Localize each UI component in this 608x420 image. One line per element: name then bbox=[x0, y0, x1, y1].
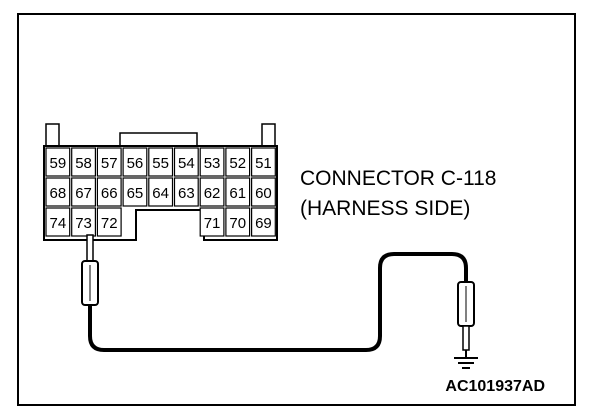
diagram-code: AC101937AD bbox=[445, 378, 545, 395]
top-key bbox=[119, 132, 198, 147]
pin-label-52: 52 bbox=[229, 155, 246, 172]
pin-label-70: 70 bbox=[229, 215, 246, 232]
connector-cell-65 bbox=[122, 177, 148, 207]
right-lock-tab bbox=[261, 123, 276, 147]
connector-cell-73 bbox=[71, 207, 96, 237]
connector-cell-51 bbox=[251, 147, 276, 177]
connector-cell-61 bbox=[225, 177, 251, 207]
connector-side-label: (HARNESS SIDE) bbox=[300, 197, 470, 220]
pin-label-51: 51 bbox=[255, 155, 272, 172]
connector-cell-53 bbox=[199, 147, 225, 177]
connector-cell-60 bbox=[251, 177, 276, 207]
ground-icon bbox=[454, 350, 478, 369]
connector-cell-55 bbox=[148, 147, 174, 177]
pin-label-65: 65 bbox=[127, 185, 144, 202]
connector-cell-67 bbox=[71, 177, 96, 207]
pin-label-53: 53 bbox=[204, 155, 221, 172]
connector-name-label: CONNECTOR C-118 bbox=[300, 167, 496, 190]
pin-label-72: 72 bbox=[101, 215, 118, 232]
connector-cell-58 bbox=[71, 147, 96, 177]
left-lock-tab bbox=[45, 123, 60, 147]
ground-probe-tip bbox=[462, 325, 470, 351]
pin-label-57: 57 bbox=[101, 155, 118, 172]
connector-cell-74 bbox=[45, 207, 71, 237]
harness-wire bbox=[88, 252, 468, 352]
pin-label-62: 62 bbox=[204, 185, 221, 202]
connector-cell-66 bbox=[96, 177, 122, 207]
pin-label-71: 71 bbox=[204, 215, 221, 232]
connector-cell-52 bbox=[225, 147, 251, 177]
pin-label-67: 67 bbox=[75, 185, 92, 202]
connector-cell-70 bbox=[225, 207, 251, 237]
connector-cell-72 bbox=[96, 207, 122, 237]
pin-label-64: 64 bbox=[152, 185, 169, 202]
connector-cell-56 bbox=[122, 147, 148, 177]
diagram-frame bbox=[17, 13, 576, 406]
connector-c118: 59 58 57 56 55 54 53 52 51 68 67 66 65 64 63 62 61 60 74 73… bbox=[43, 123, 278, 241]
connector-cell-63 bbox=[173, 177, 199, 207]
pin-label-66: 66 bbox=[101, 185, 118, 202]
pin-probe-tip bbox=[86, 234, 94, 262]
connector-cell-54 bbox=[173, 147, 199, 177]
connector-cell-57 bbox=[96, 147, 122, 177]
connector-cell-71 bbox=[199, 207, 225, 237]
pin-label-61: 61 bbox=[229, 185, 246, 202]
pin-label-63: 63 bbox=[178, 185, 195, 202]
connector-cell-59 bbox=[45, 147, 71, 177]
pin-label-55: 55 bbox=[152, 155, 169, 172]
pin-label-68: 68 bbox=[50, 185, 67, 202]
pin-label-74: 74 bbox=[50, 215, 67, 232]
connector-cell-68 bbox=[45, 177, 71, 207]
pin-label-60: 60 bbox=[255, 185, 272, 202]
pin-label-58: 58 bbox=[75, 155, 92, 172]
pin-label-56: 56 bbox=[127, 155, 144, 172]
pin-label-69: 69 bbox=[255, 215, 272, 232]
pin-label-73: 73 bbox=[75, 215, 92, 232]
pin-label-54: 54 bbox=[178, 155, 195, 172]
pin-label-59: 59 bbox=[50, 155, 67, 172]
connector-cell-62 bbox=[199, 177, 225, 207]
connector-cell-69 bbox=[251, 207, 276, 237]
test-harness bbox=[81, 234, 478, 369]
connector-cell-64 bbox=[148, 177, 174, 207]
